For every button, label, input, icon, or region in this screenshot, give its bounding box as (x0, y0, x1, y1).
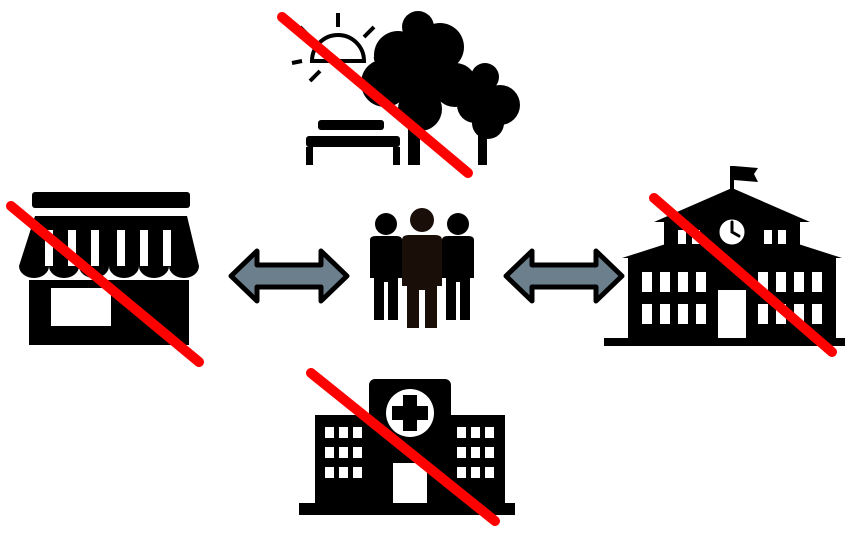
hospital-icon (295, 365, 520, 530)
prohibited-line (277, 12, 473, 178)
park-graphic (277, 11, 520, 178)
double-arrow-graphic (228, 248, 350, 304)
bench-icon (306, 120, 400, 165)
prohibited-line (6, 201, 204, 367)
double-arrow-graphic (503, 248, 625, 304)
group-of-people-icon (362, 208, 482, 330)
double-arrow-icon (225, 245, 353, 307)
hospital-graphic (299, 368, 515, 526)
store-graphic (6, 192, 204, 367)
prohibited-line (306, 368, 500, 526)
people-graphic (370, 208, 474, 328)
store-icon (5, 190, 210, 370)
school-icon (602, 162, 847, 358)
school-graphic (604, 166, 845, 357)
double-arrow-icon (500, 245, 628, 307)
trees-icon (361, 11, 520, 165)
park-icon (277, 5, 530, 180)
prohibited-line (649, 193, 837, 357)
